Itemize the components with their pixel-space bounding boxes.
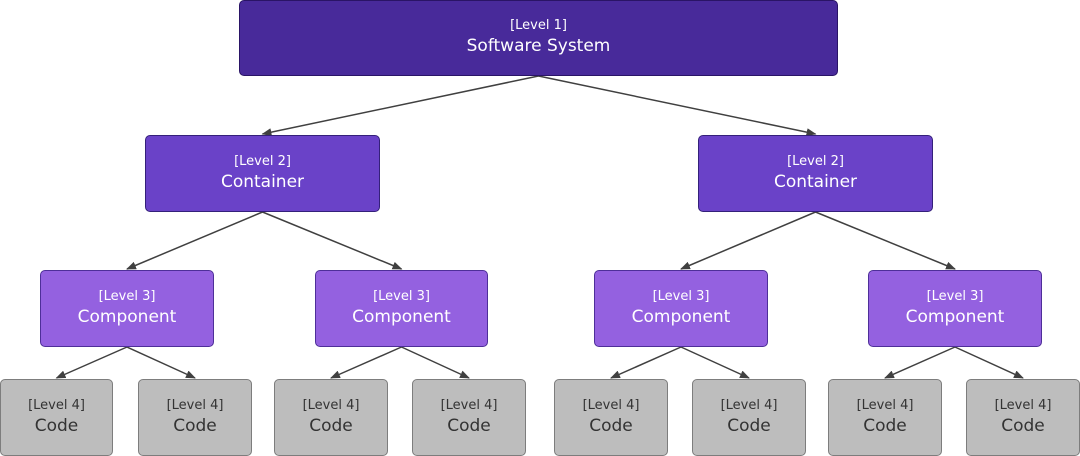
connector-arrow [401, 346, 470, 379]
node-component[interactable]: [Level 3] Component [315, 270, 488, 347]
node-software-system[interactable]: [Level 1] Software System [239, 0, 838, 76]
node-level-label: [Level 4] [856, 397, 914, 413]
node-level-label: [Level 1] [510, 18, 567, 34]
node-level-label: [Level 4] [166, 397, 224, 413]
node-level-label: [Level 2] [234, 153, 291, 169]
node-name: Container [220, 171, 305, 192]
connector-arrow [261, 75, 539, 137]
connector-arrow [680, 346, 750, 379]
node-container[interactable]: [Level 2] Container [145, 135, 380, 212]
node-name: Code [727, 415, 771, 436]
node-name: Code [589, 415, 633, 436]
node-name: Code [1001, 415, 1045, 436]
node-level-label: [Level 3] [373, 288, 430, 304]
node-level-label: [Level 3] [652, 288, 710, 304]
node-code[interactable]: [Level 4] Code [828, 379, 942, 456]
node-level-label: [Level 4] [302, 397, 360, 413]
node-code[interactable]: [Level 4] Code [966, 379, 1080, 456]
node-name: Code [173, 415, 217, 436]
node-level-label: [Level 4] [28, 397, 85, 413]
node-level-label: [Level 3] [926, 288, 984, 304]
connector-arrow [538, 75, 817, 137]
connector-arrow [55, 346, 128, 379]
connector-arrow [884, 346, 956, 379]
connector-arrow [126, 211, 263, 270]
node-code[interactable]: [Level 4] Code [692, 379, 806, 456]
node-level-label: [Level 4] [994, 397, 1052, 413]
node-component[interactable]: [Level 3] Component [40, 270, 214, 347]
node-level-label: [Level 3] [98, 288, 156, 304]
node-level-label: [Level 4] [582, 397, 640, 413]
node-name: Component [352, 306, 451, 327]
node-name: Code [863, 415, 907, 436]
node-level-label: [Level 2] [787, 153, 844, 169]
connector-arrow [815, 211, 956, 270]
node-code[interactable]: [Level 4] Code [554, 379, 668, 456]
node-code[interactable]: [Level 4] Code [0, 379, 113, 456]
node-level-label: [Level 4] [720, 397, 778, 413]
connector-arrow [610, 346, 682, 379]
node-component[interactable]: [Level 3] Component [868, 270, 1042, 347]
node-component[interactable]: [Level 3] Component [594, 270, 768, 347]
node-name: Code [34, 415, 79, 436]
node-name: Component [905, 306, 1005, 327]
connector-arrow [954, 346, 1024, 379]
connector-arrow [262, 211, 403, 270]
node-name: Container [773, 171, 858, 192]
node-level-label: [Level 4] [440, 397, 498, 413]
node-name: Code [447, 415, 491, 436]
connector-arrow [330, 346, 402, 379]
node-code[interactable]: [Level 4] Code [274, 379, 388, 456]
node-code[interactable]: [Level 4] Code [138, 379, 252, 456]
node-name: Component [77, 306, 177, 327]
connector-arrow [126, 346, 196, 379]
connector-arrow [680, 211, 816, 270]
node-name: Component [631, 306, 731, 327]
node-name: Software System [466, 36, 611, 57]
node-container[interactable]: [Level 2] Container [698, 135, 933, 212]
node-name: Code [309, 415, 353, 436]
node-code[interactable]: [Level 4] Code [412, 379, 526, 456]
